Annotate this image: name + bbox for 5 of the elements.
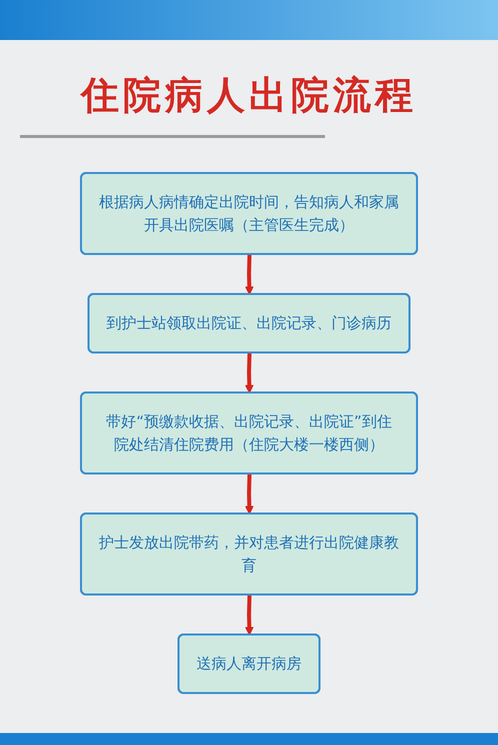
- arrow: [244, 352, 254, 394]
- arrow: [244, 254, 254, 295]
- arrow: [244, 594, 254, 636]
- arrow: [244, 474, 254, 514]
- title: 住院病人出院流程: [79, 71, 418, 119]
